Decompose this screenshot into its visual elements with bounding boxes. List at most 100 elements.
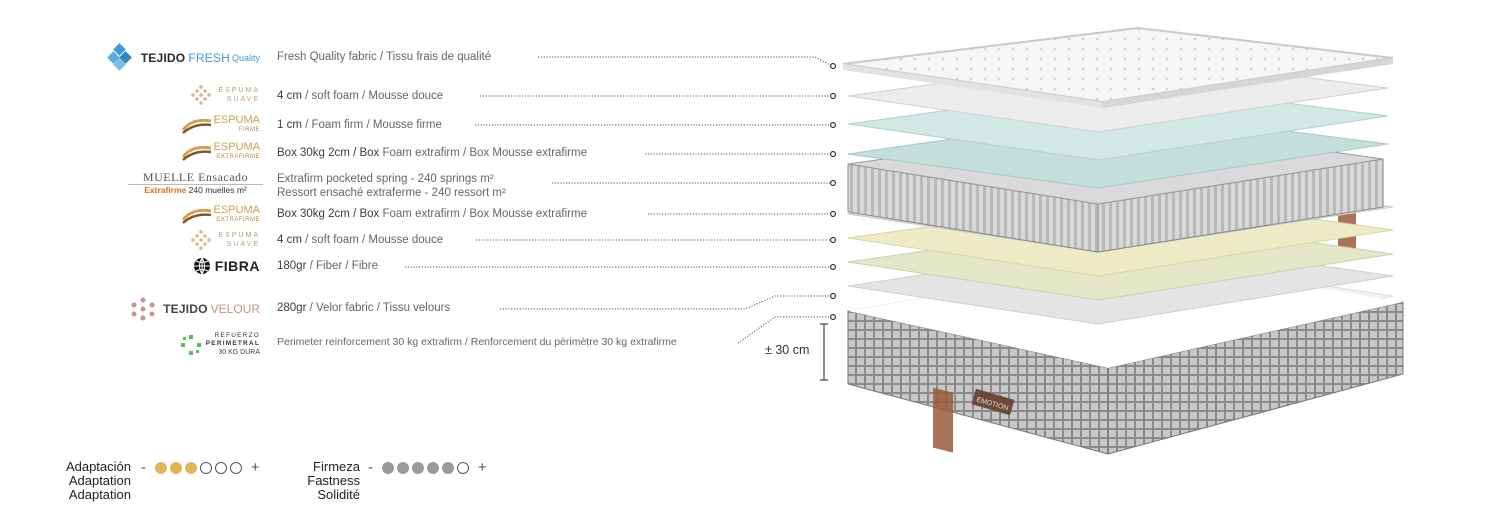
muelle-count: 240 muelles m²	[188, 185, 247, 195]
desc-bold: 4 cm	[277, 90, 302, 102]
mattress-illustration: EMOTION	[842, 26, 1404, 455]
muelle-extrafirme: Extrafirme	[144, 185, 187, 195]
logo-espuma-suave-1: ESPUMA SUAVE	[100, 84, 260, 106]
firmness-dots	[380, 459, 470, 476]
foam-wave-icon	[181, 208, 211, 224]
rating-dot-filled	[184, 461, 197, 474]
desc-rest: / Fiber / Fibre	[306, 260, 378, 272]
layer-desc-2: 4 cm / soft foam / Mousse douce	[277, 90, 443, 102]
rating-dot-empty	[229, 461, 242, 474]
desc-line2: Ressort ensaché extraferme - 240 ressort…	[277, 187, 506, 199]
espuma-extrafirme-label: ESPUMA	[213, 204, 260, 216]
desc-rest: / Velor fabric / Tissu velours	[306, 302, 451, 314]
desc-rest: / Tissu frais de qualité	[376, 51, 492, 63]
refuerzo-label: REFUERZO	[214, 332, 260, 339]
fibra-label: FIBRA	[214, 258, 260, 274]
velour-dots-icon	[131, 297, 155, 321]
espuma-extrafirme-label: ESPUMA	[213, 141, 260, 153]
layer-desc-6: Box 30kg 2cm / Box Foam extrafirm / Box …	[277, 208, 587, 220]
rating-dot-filled	[396, 461, 409, 474]
fresh-logo-line2: FRESH	[188, 51, 230, 65]
fresh-logo-line1: TEJIDO	[140, 51, 186, 65]
adaptation-scale: - +	[138, 459, 263, 477]
fresh-logo-line3: Quality	[231, 53, 260, 63]
espuma-suave-sub: SUAVE	[226, 241, 260, 248]
height-label: ± 30 cm	[765, 343, 810, 357]
desc-rest: / soft foam / Mousse douce	[301, 234, 444, 246]
desc-bold: Fresh Quality fabric	[277, 51, 377, 63]
layer-desc-7: 4 cm / soft foam / Mousse douce	[277, 234, 443, 246]
refuerzo-density: 30 KG DURA	[218, 349, 260, 356]
perimetral-label: PERIMETRAL	[205, 340, 260, 347]
espuma-extrafirme-sub: EXTRAFIRME	[216, 154, 260, 160]
desc-rest: / Foam firm / Mousse firme	[301, 119, 442, 131]
rating-dot-empty	[199, 461, 212, 474]
handle-strap	[933, 387, 953, 453]
layer-desc-10: Perimeter reinforcement 30 kg extrafirm …	[277, 336, 677, 348]
firmness-label-es: Firmeza	[313, 459, 360, 474]
minus-sign: -	[141, 459, 146, 477]
desc-rest: Foam extrafirm / Box Mousse extrafirme	[379, 147, 587, 159]
rating-dot-filled	[381, 461, 394, 474]
adaptation-label-en: Adaptation	[68, 473, 131, 488]
velour-logo-line2: VELOUR	[210, 302, 260, 316]
foam-wave-icon	[181, 118, 211, 134]
logo-tejido-fresh: TEJIDO FRESH Quality	[100, 43, 260, 73]
espuma-suave-label: ESPUMA	[218, 232, 260, 239]
rating-dot-filled	[169, 461, 182, 474]
desc-rest: Foam extrafirm / Box Mousse extrafirme	[379, 208, 587, 220]
desc-bold: 1 cm	[277, 119, 302, 131]
rating-dot-filled	[426, 461, 439, 474]
rating-dot-filled	[411, 461, 424, 474]
layer-desc-9: 280gr / Velor fabric / Tissu velours	[277, 302, 450, 314]
desc-rest: / soft foam / Mousse douce	[301, 90, 444, 102]
firmness-labels: Firmeza Fastness Solidité	[290, 460, 360, 502]
logo-tejido-velour: TEJIDO VELOUR	[100, 297, 260, 321]
firmness-label-fr: Solidité	[317, 487, 360, 502]
adaptation-label-fr: Adaptation	[68, 487, 131, 502]
brand-tag	[971, 388, 1015, 416]
firmness-scale: - +	[365, 459, 490, 477]
desc-bold: 180gr	[277, 260, 307, 272]
desc-bold: Box 30kg 2cm / Box	[277, 208, 380, 220]
layer-desc-8: 180gr / Fiber / Fibre	[277, 260, 378, 272]
dots-diamond-icon	[191, 230, 212, 250]
foam-wave-icon	[181, 145, 211, 161]
minus-sign: -	[368, 459, 373, 477]
desc-bold: 280gr	[277, 302, 307, 314]
layer-desc-5: Extrafirm pocketed spring - 240 springs …	[277, 172, 506, 200]
firmness-label-en: Fastness	[307, 473, 360, 488]
espuma-firme-label: ESPUMA	[213, 114, 260, 126]
desc-bold: 4 cm	[277, 234, 302, 246]
espuma-extrafirme-sub: EXTRAFIRME	[216, 217, 260, 223]
globe-icon	[193, 257, 210, 275]
layer-desc-1: Fresh Quality fabric / Tissu frais de qu…	[277, 51, 491, 63]
reinforcement-icon	[180, 334, 201, 355]
logo-refuerzo-perimetral: REFUERZO PERIMETRAL 30 KG DURA	[150, 332, 260, 357]
espuma-suave-sub: SUAVE	[226, 96, 260, 103]
rating-dot-empty	[456, 461, 469, 474]
adaptation-label-es: Adaptación	[65, 459, 131, 474]
adaptation-labels: Adaptación Adaptation Adaptation	[30, 460, 131, 502]
desc-rest: Perimeter reinforcement 30 kg extrafirm …	[277, 336, 677, 348]
layer-desc-4: Box 30kg 2cm / Box Foam extrafirm / Box …	[277, 147, 587, 159]
desc-line1: Extrafirm pocketed spring - 240 springs …	[277, 173, 494, 185]
layer-desc-3: 1 cm / Foam firm / Mousse firme	[277, 119, 442, 131]
espuma-firme-sub: FIRME	[238, 127, 260, 133]
rating-dot-empty	[214, 461, 227, 474]
logo-espuma-suave-2: ESPUMA SUAVE	[100, 229, 260, 251]
rating-dot-filled	[154, 461, 167, 474]
muelle-label: MUELLE Ensacado	[128, 171, 263, 185]
logo-fibra: FIBRA	[100, 257, 260, 275]
dots-diamond-icon	[191, 85, 212, 105]
fresh-diamond-icon	[106, 43, 132, 71]
adaptation-dots	[153, 459, 243, 476]
velour-logo-line1: TEJIDO	[163, 302, 208, 316]
plus-sign: +	[477, 459, 487, 477]
logo-muelle-ensacado: MUELLE Ensacado Extrafirme 240 muelles m…	[128, 171, 263, 196]
espuma-suave-label: ESPUMA	[218, 87, 260, 94]
